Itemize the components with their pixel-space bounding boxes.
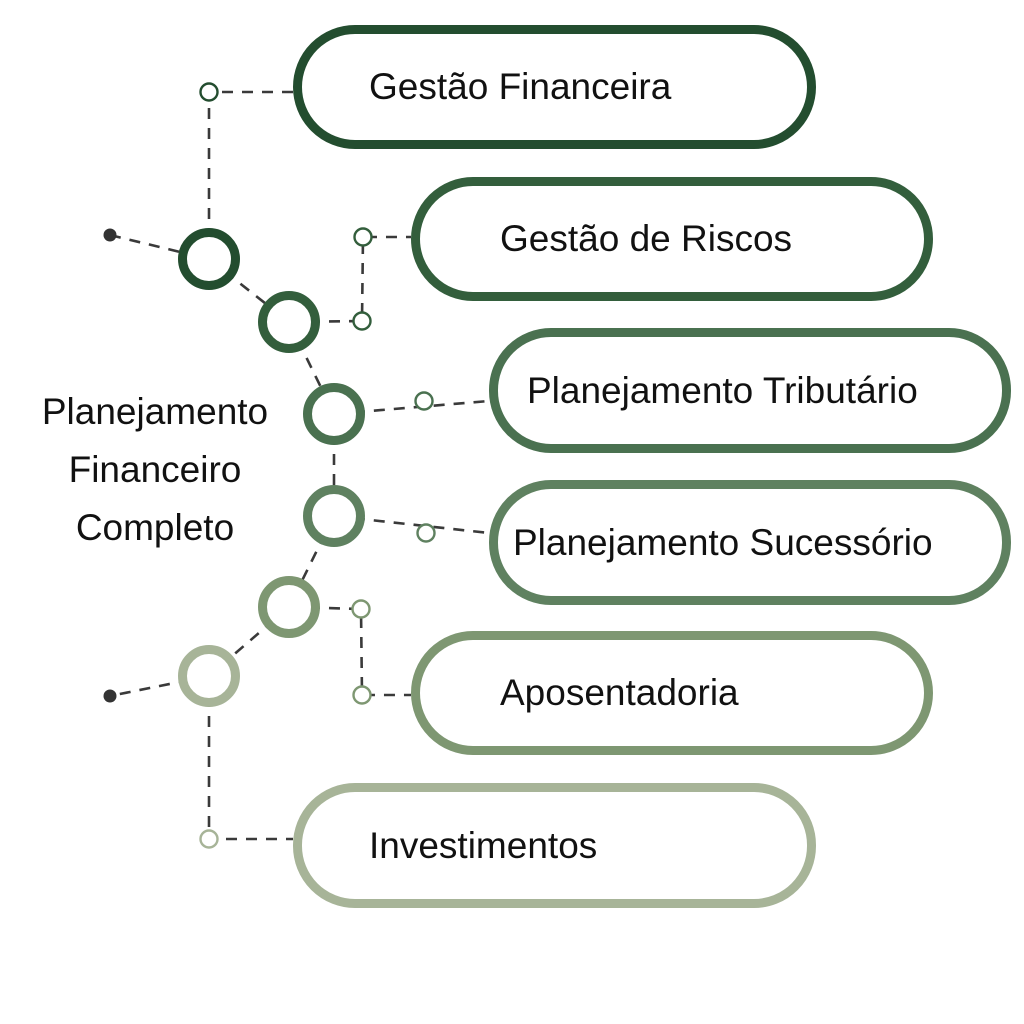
topic-label: Planejamento Tributário	[527, 369, 918, 411]
topic-label: Aposentadoria	[500, 672, 739, 713]
spine-end-line	[109, 674, 210, 698]
topic-label: Planejamento Sucessório	[513, 521, 933, 563]
small-node-icon	[352, 311, 372, 331]
ring-node-icon	[178, 645, 240, 707]
small-node-icon	[199, 829, 219, 849]
small-node-icon	[353, 227, 373, 247]
topic-label: Gestão Financeira	[369, 66, 672, 107]
central-title-line-2: Financeiro	[68, 449, 242, 490]
topic-label: Gestão de Riscos	[500, 218, 793, 259]
ring-node-icon	[303, 383, 365, 445]
central-title-line-1: Planejamento	[41, 391, 269, 432]
topic-pill-planejamento-tributario[interactable]: Planejamento Tributário	[489, 328, 1011, 453]
topic-pill-aposentadoria[interactable]: Aposentadoria	[411, 631, 933, 755]
topic-label: Investimentos	[369, 824, 598, 866]
ring-node-icon	[258, 291, 320, 353]
branch-line-aposentadoria	[288, 605, 411, 697]
start-dot-icon	[103, 228, 117, 242]
connector-nodes	[103, 82, 436, 849]
topic-pill-gestao-de-riscos[interactable]: Gestão de Riscos	[411, 177, 933, 301]
ring-node-icon	[303, 485, 365, 547]
central-title: Planejamento Financeiro Completo	[20, 383, 290, 557]
topic-pill-investimentos[interactable]: Investimentos	[293, 783, 816, 908]
topic-pill-gestao-financeira[interactable]: Gestão Financeira	[293, 25, 816, 149]
small-node-icon	[351, 599, 371, 619]
small-node-icon	[199, 82, 219, 102]
small-node-icon	[416, 523, 436, 543]
ring-node-icon	[178, 228, 240, 290]
end-dot-icon	[103, 689, 117, 703]
small-node-icon	[352, 685, 372, 705]
small-node-icon	[414, 391, 434, 411]
ring-node-icon	[258, 576, 320, 638]
branch-line-gestao-de-riscos	[288, 235, 411, 324]
central-title-line-3: Completo	[75, 507, 235, 548]
topic-pill-planejamento-sucessorio[interactable]: Planejamento Sucessório	[489, 480, 1011, 605]
